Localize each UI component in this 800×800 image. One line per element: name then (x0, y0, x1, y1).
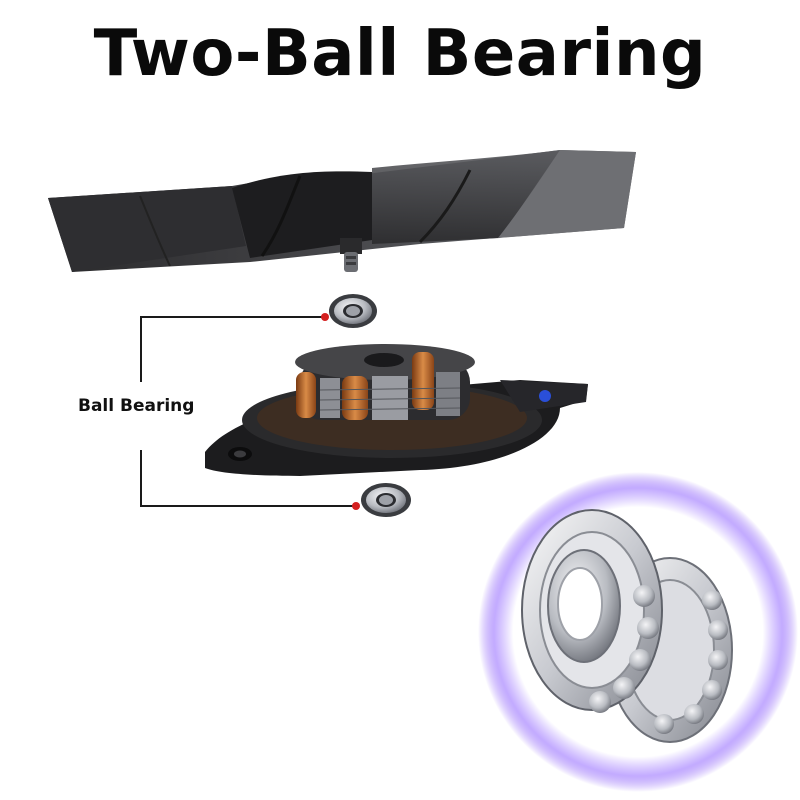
ball-bearing-label: Ball Bearing (78, 396, 195, 416)
upper-ball-bearing (329, 294, 377, 328)
callout-marker-upper (321, 313, 329, 321)
page-title: Two-Ball Bearing (93, 17, 707, 91)
fan-blade (48, 150, 636, 272)
callout-marker-lower (352, 502, 360, 510)
lower-ball-bearing (361, 483, 411, 517)
motor-stator-assembly (205, 344, 588, 476)
bearing-closeup (478, 472, 798, 792)
callout-bracket (140, 313, 360, 510)
